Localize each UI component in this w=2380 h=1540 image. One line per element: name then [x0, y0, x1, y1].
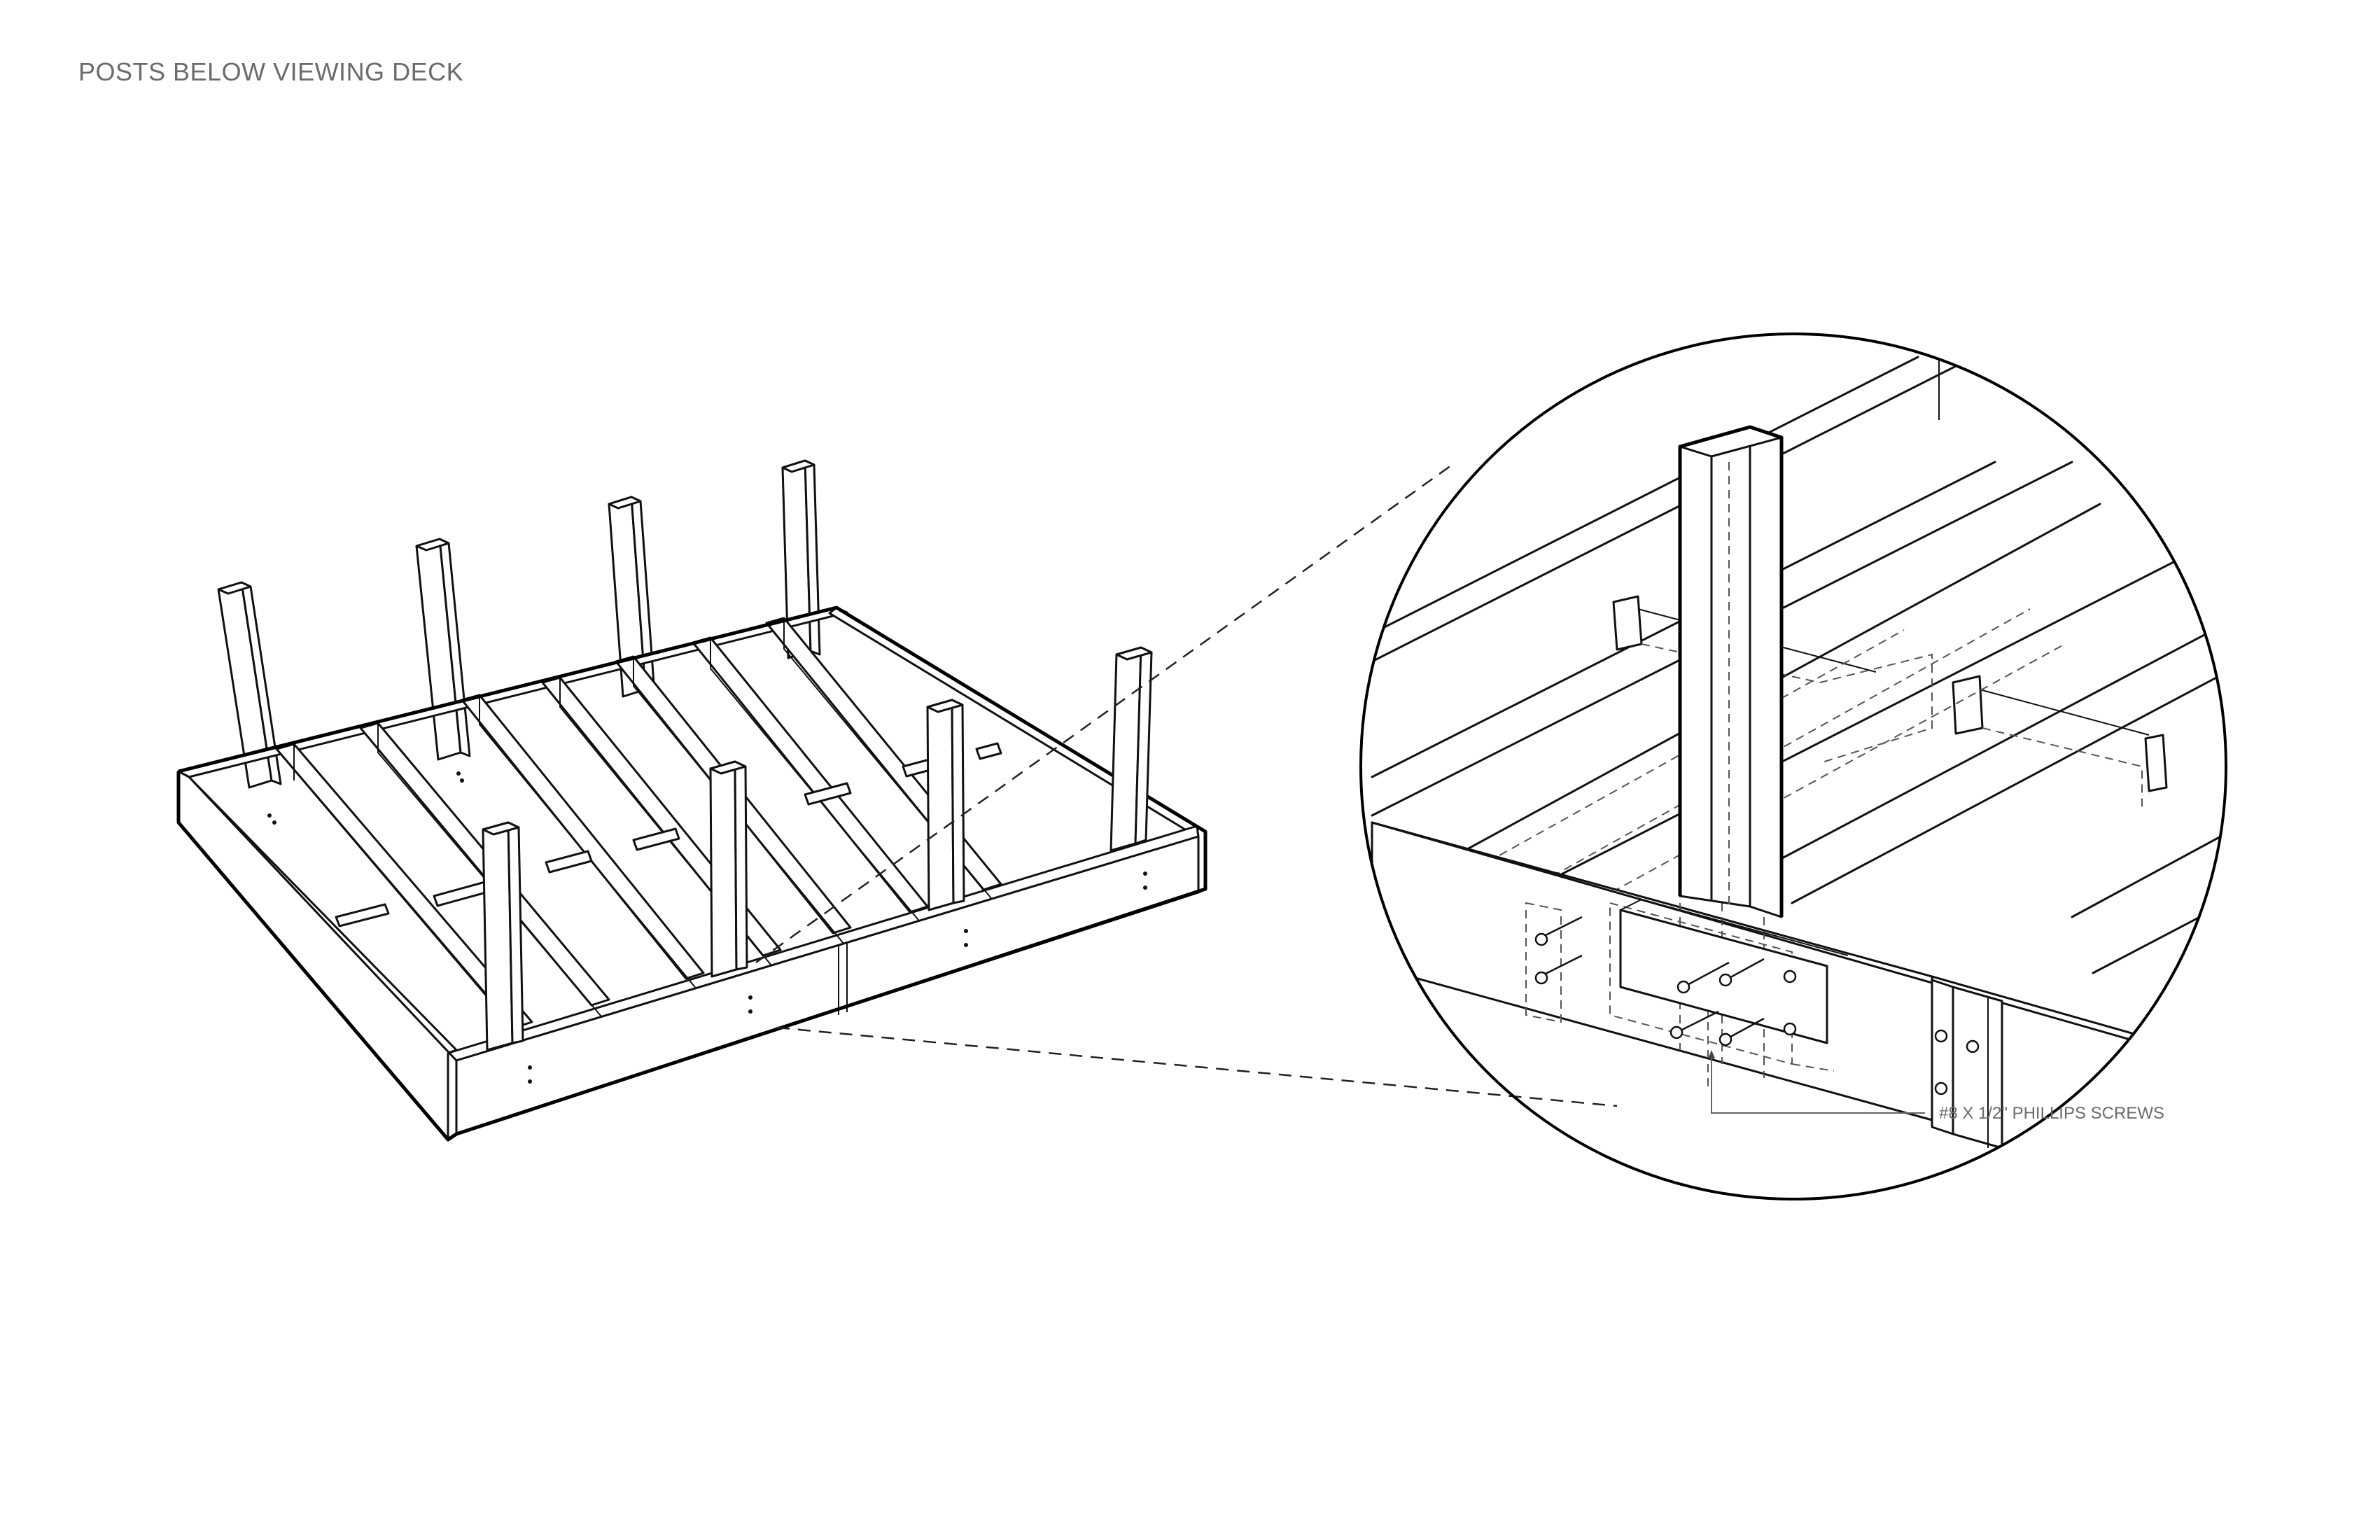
post-back-1	[217, 581, 282, 789]
post-front-2	[709, 760, 748, 978]
screws-callout-label: #8 X 1/2" PHILLIPS SCREWS	[1939, 1104, 2164, 1123]
deck-frame-assembly	[176, 459, 1208, 1142]
detail-leader-lines	[755, 461, 1618, 1107]
post-connection-detail	[1359, 332, 2227, 1200]
post-front-3	[926, 699, 965, 911]
post-back-2	[415, 538, 471, 761]
deck-screws	[267, 771, 1147, 1084]
detail-screws	[1534, 916, 1980, 1096]
post-front-4	[1110, 646, 1153, 852]
post-front-1	[482, 821, 524, 1051]
deck-front-face	[455, 835, 1200, 1135]
deck-left-end-face	[177, 770, 458, 1141]
callout-leader	[1711, 1054, 1925, 1114]
detail-post	[1678, 425, 1784, 918]
detail-circle	[1359, 332, 2227, 1200]
drawing-title: POSTS BELOW VIEWING DECK	[78, 57, 464, 86]
